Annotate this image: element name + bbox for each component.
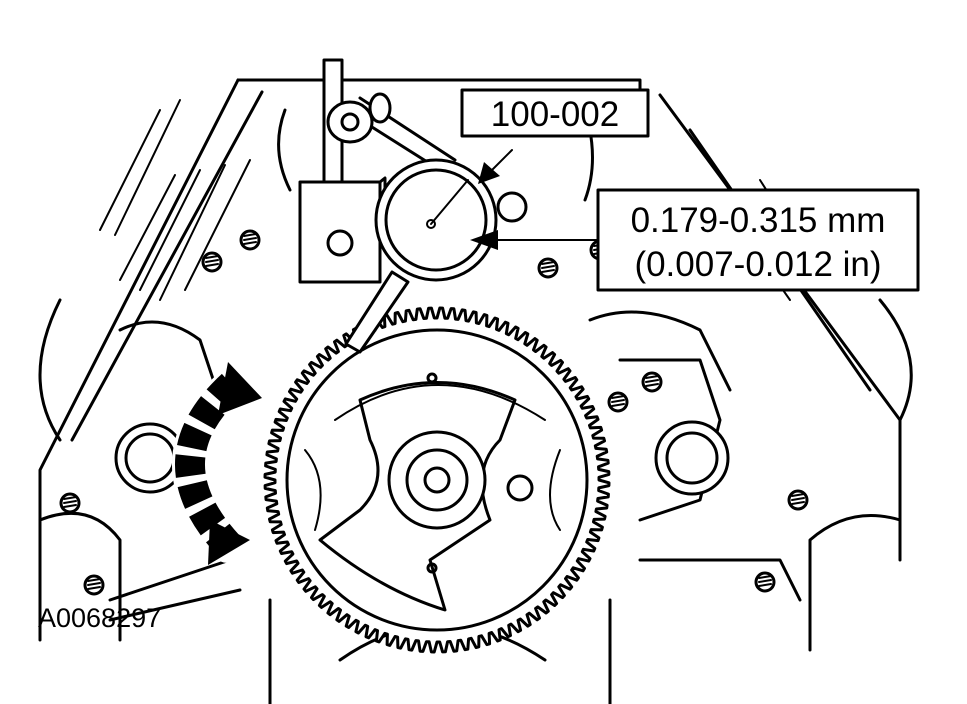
indicator-stem — [344, 270, 410, 354]
bolt-thread-line — [243, 237, 257, 241]
spec-leader-arrow — [470, 230, 498, 250]
spec-callout: 0.179-0.315 mm (0.007-0.012 in) — [470, 188, 920, 292]
bolt-thread-line — [758, 579, 772, 583]
bolt-thread-line — [645, 383, 659, 387]
bolt-thread-line — [243, 233, 257, 237]
clamp-knob — [326, 100, 374, 144]
bolt-thread-line — [645, 379, 659, 383]
bolt-thread-line — [611, 399, 625, 403]
bolt-thread-line — [63, 496, 77, 500]
camshaft-gear — [263, 306, 611, 654]
bolt-thread-line — [87, 582, 101, 586]
bolt-thread-line — [758, 583, 772, 587]
spec-in-label: (0.007-0.012 in) — [634, 245, 881, 284]
bolt-thread-line — [205, 255, 219, 259]
bolt-thread-line — [205, 259, 219, 263]
rotation-arrow — [172, 362, 262, 565]
bolt-thread-line — [87, 586, 101, 590]
bolt-thread-line — [541, 261, 555, 265]
bolt-thread-line — [611, 403, 625, 407]
tool-number-box — [460, 88, 650, 138]
cylinder-bores — [114, 420, 730, 496]
bolt-thread-line — [205, 263, 219, 267]
tool-callout: 100-002 — [460, 88, 650, 184]
bolt-thread-line — [63, 504, 77, 508]
bolt-thread-line — [791, 493, 805, 497]
bolt-thread-line — [87, 578, 101, 582]
spec-mm-label: 0.179-0.315 mm — [631, 201, 886, 240]
spec-box — [596, 188, 920, 292]
dial-indicator-assembly — [298, 58, 528, 354]
bolt-thread-line — [758, 575, 772, 579]
arrow-head-top — [218, 362, 262, 415]
dial-gauge — [374, 158, 498, 282]
bolt-thread-line — [791, 501, 805, 505]
arrow-head-bottom — [208, 520, 250, 565]
figure-id: A0068297 — [38, 603, 161, 633]
bolt-thread-line — [541, 265, 555, 269]
bolt-thread-line — [611, 395, 625, 399]
bolt-thread-line — [63, 500, 77, 504]
bolt-thread-line — [791, 497, 805, 501]
tool-number-label: 100-002 — [491, 95, 619, 134]
bolt-thread-line — [645, 375, 659, 379]
bolt-thread-line — [243, 241, 257, 245]
bolt-thread-line — [541, 269, 555, 273]
tool-leader-arrow — [478, 162, 500, 184]
